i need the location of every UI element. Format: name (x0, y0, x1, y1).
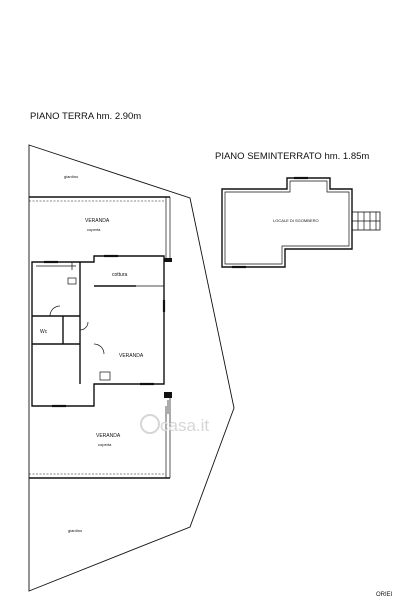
veranda-bottom-sublabel: coperta (98, 442, 112, 447)
veranda-top-area (29, 196, 172, 262)
ground-floor-heading: PIANO TERRA hm. 2.90m (30, 111, 141, 122)
basement-stairs (351, 211, 381, 231)
kitchen-label: cottura (112, 272, 128, 278)
veranda-bottom-label: VERANDA (96, 433, 121, 439)
basement-plan (221, 176, 381, 269)
veranda-bottom-area (29, 392, 172, 479)
watermark-text: casa.it (160, 416, 209, 435)
casa-watermark: casa.it (140, 414, 209, 435)
basement-heading: PIANO SEMINTERRATO hm. 1.85m (215, 151, 369, 162)
storage-room-label: LOCALE DI SGOMBERO (273, 218, 319, 223)
veranda-mid-label: VERANDA (119, 353, 144, 359)
garden-bottom-label: giardino (68, 528, 83, 533)
veranda-top-sublabel: coperta (87, 227, 101, 232)
veranda-top-label: VERANDA (85, 218, 110, 224)
wc-label: Wc (40, 329, 48, 335)
house-core (31, 254, 166, 408)
site-boundary (28, 144, 235, 592)
garden-top-label: giardino (64, 174, 79, 179)
corner-text: ORIEI (376, 592, 393, 598)
